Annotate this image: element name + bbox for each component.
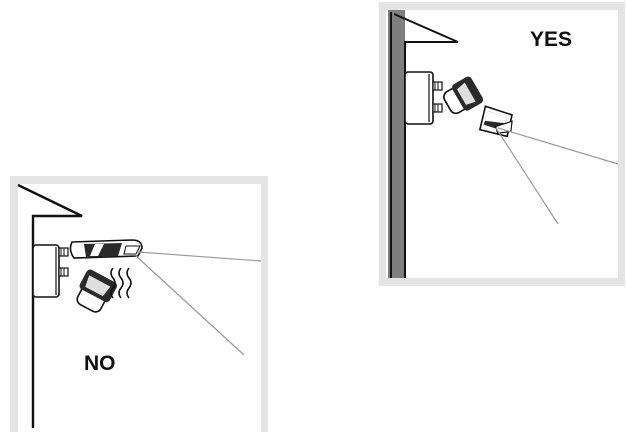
bracket bbox=[58, 247, 69, 277]
wall bbox=[17, 183, 83, 428]
floodlight-head-icon bbox=[443, 76, 484, 115]
panel-label-no: NO bbox=[84, 352, 116, 375]
panel-background bbox=[386, 10, 618, 278]
bracket bbox=[432, 81, 443, 113]
heat-waves-icon bbox=[110, 267, 132, 299]
mounting-box bbox=[32, 244, 60, 298]
detection-beam bbox=[495, 127, 619, 225]
motion-sensor-icon bbox=[478, 105, 513, 138]
panel-correct: YES bbox=[379, 2, 625, 286]
mounting-box bbox=[404, 71, 434, 125]
panel-incorrect: NO bbox=[10, 176, 268, 432]
detection-beam bbox=[135, 251, 262, 356]
floodlight-head-icon bbox=[76, 269, 118, 313]
panel-background bbox=[18, 184, 261, 432]
panel-label-yes: YES bbox=[530, 28, 572, 51]
wall bbox=[388, 10, 459, 278]
motion-sensor-icon bbox=[69, 239, 143, 259]
